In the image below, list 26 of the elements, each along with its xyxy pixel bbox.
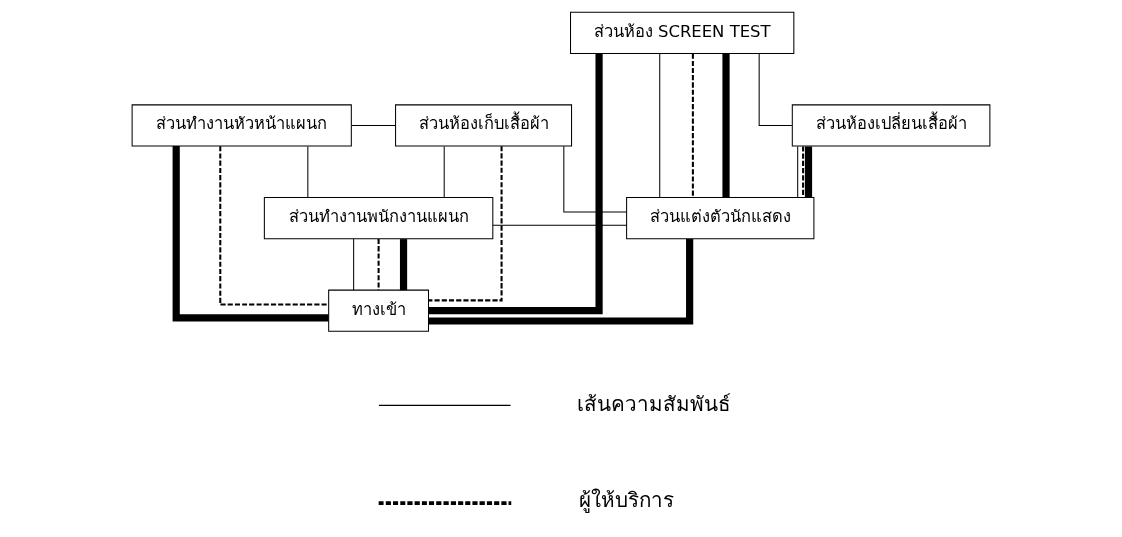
connector <box>307 145 309 198</box>
connector <box>691 53 694 198</box>
legend-label: เส้นความสัมพันธ์ <box>577 391 732 416</box>
node-box: ส่วนทำงานหัวหน้าแผนก <box>131 104 352 147</box>
connector <box>351 124 396 126</box>
connector <box>492 224 628 226</box>
node-box: ส่วนทำงานพนักงานแผนก <box>263 196 494 240</box>
legend-label: ผู้ให้บริการ <box>579 488 675 513</box>
node-box: ส่วนแต่งตัวนักแสดง <box>626 196 815 240</box>
node-box: ส่วนห้องเก็บเสื้อผ้า <box>395 104 573 147</box>
connector <box>443 145 445 198</box>
connector <box>722 53 730 198</box>
connector <box>428 146 503 302</box>
connector <box>797 145 799 198</box>
node-box: ทางเข้า <box>328 289 429 332</box>
connector <box>428 238 694 325</box>
node-box: ส่วนห้อง SCREEN TEST <box>570 11 795 54</box>
connector <box>758 53 793 126</box>
connector <box>353 238 355 291</box>
node-box: ส่วนห้องเปลี่ยนเสื้อผ้า <box>791 104 991 147</box>
connector <box>659 53 661 198</box>
connector <box>219 146 329 306</box>
connector <box>377 239 380 291</box>
connector <box>802 146 805 198</box>
connector <box>428 53 603 315</box>
connector <box>563 145 628 213</box>
